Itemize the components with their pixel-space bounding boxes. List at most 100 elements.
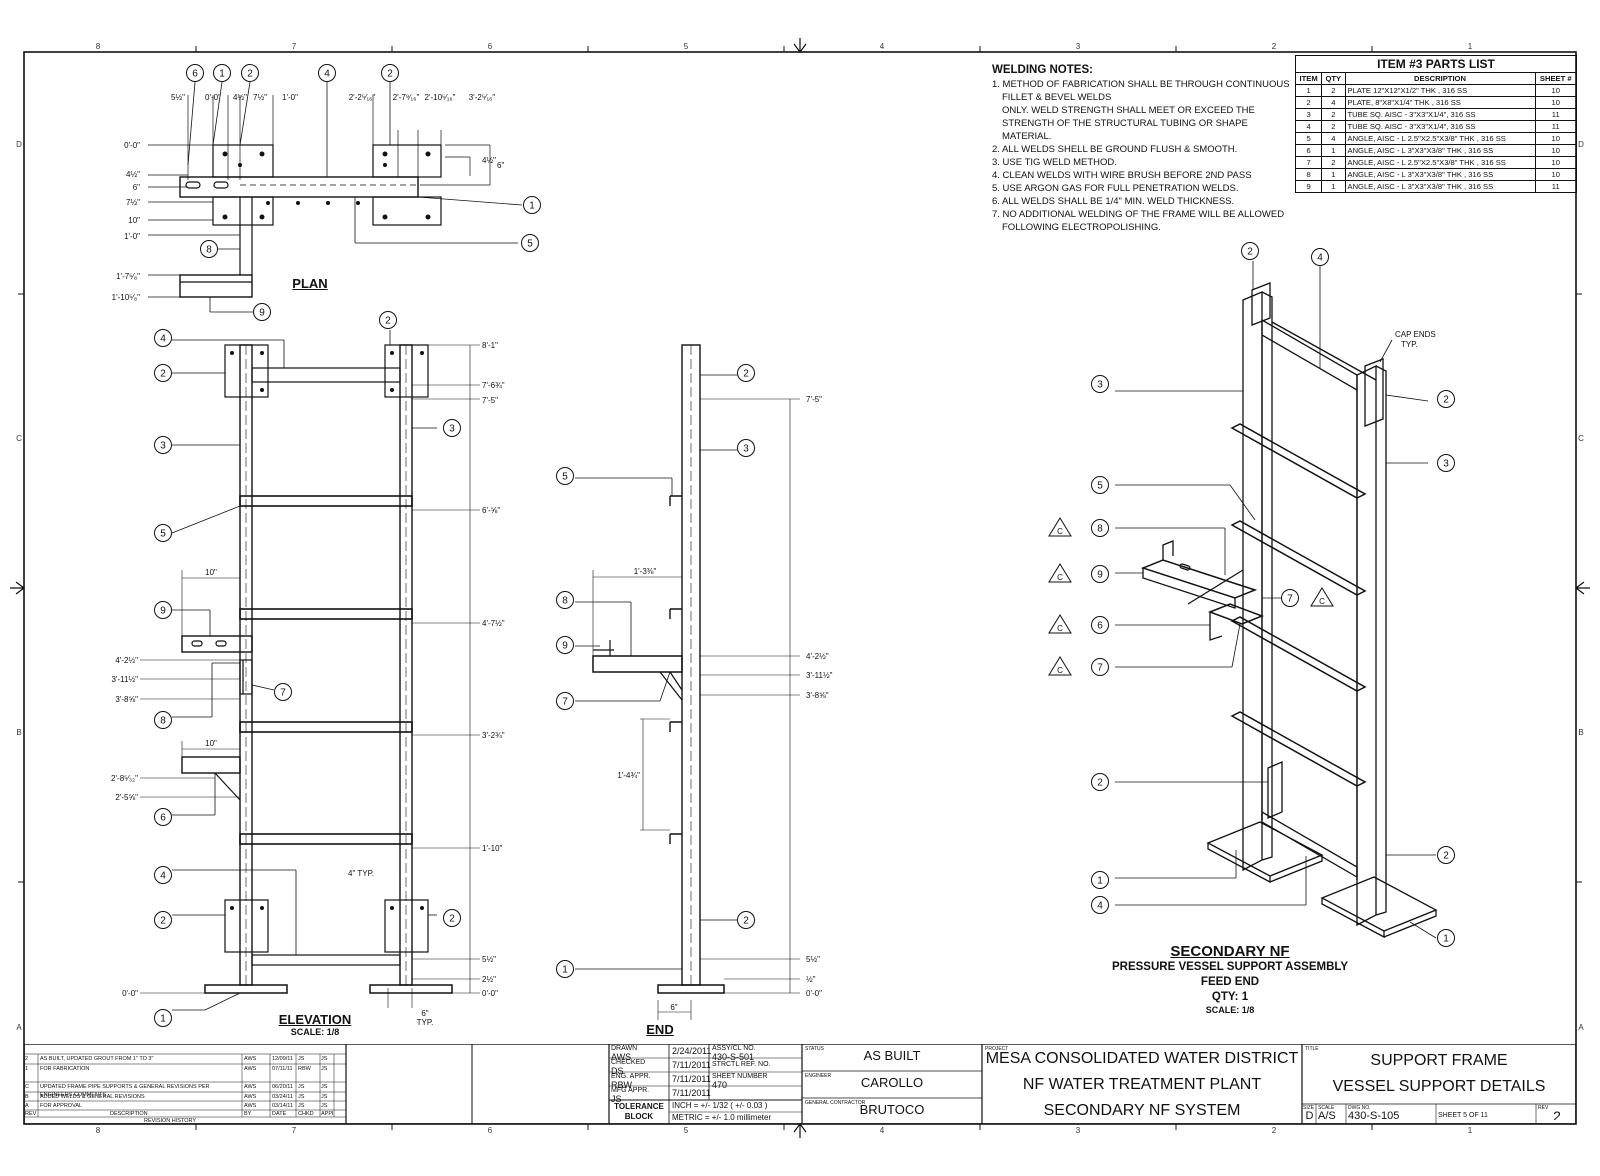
svg-text:2: 2 xyxy=(160,916,166,927)
plan-dim-top: 1'-0" xyxy=(282,93,298,102)
end-dim-right: 3'-11½" xyxy=(806,671,833,680)
parts-cell: 2 xyxy=(1321,120,1346,133)
parts-cell: ANGLE, AISC - L 3"X3"X3/8" THK , 316 SS xyxy=(1344,144,1536,157)
svg-text:C: C xyxy=(1057,666,1063,675)
parts-cell: 10 xyxy=(1534,96,1577,109)
item-balloon: 7 xyxy=(1091,658,1109,676)
elev-dim-left: 2'-5⅝" xyxy=(115,793,138,802)
item-balloon: 9 xyxy=(154,601,172,619)
status-label: STATUS xyxy=(805,1046,824,1052)
parts-cell: TUBE SQ. AISC - 3"X3"X1/4", 316 SS xyxy=(1344,120,1536,133)
welding-note: FILLET & BEVEL WELDS xyxy=(1002,92,1112,103)
svg-text:7: 7 xyxy=(1287,594,1293,605)
welding-note: STRENGTH OF THE STRUCTURAL TUBING OR SHA… xyxy=(1002,118,1248,142)
tol-label-1: TOLERANCE xyxy=(614,1102,664,1111)
svg-text:5: 5 xyxy=(527,239,533,250)
plan-dim-left: 4½" xyxy=(126,170,140,179)
plan-dim-left: 6" xyxy=(133,183,140,192)
svg-text:2: 2 xyxy=(1097,778,1103,789)
item-balloon: 7 xyxy=(1281,589,1299,607)
elev-dim-left: 0'-0" xyxy=(122,989,138,998)
item-balloon: 6 xyxy=(186,64,204,82)
parts-cell: 2 xyxy=(1294,96,1323,109)
parts-cell: 10 xyxy=(1534,168,1577,181)
iso-line2: FEED END xyxy=(1200,976,1260,988)
revision-header: BY xyxy=(244,1111,252,1117)
item-balloon: 4 xyxy=(1311,248,1329,266)
item-balloon: 6 xyxy=(1091,616,1109,634)
revision-cell: AWS xyxy=(244,1103,257,1109)
zone-col-top: 4 xyxy=(880,42,885,51)
svg-text:2: 2 xyxy=(160,369,166,380)
center-arrow-right xyxy=(1575,581,1590,595)
svg-text:C: C xyxy=(1319,597,1325,606)
zone-col-bottom: 4 xyxy=(880,1126,885,1135)
dwg-number: 430-S-105 xyxy=(1348,1110,1400,1121)
parts-cell: 3 xyxy=(1294,108,1323,121)
elev-dim-right: 4'-7½" xyxy=(482,619,505,628)
svg-text:5: 5 xyxy=(160,529,166,540)
parts-cell: PLATE, 8"X8"X1/4" THK , 316 SS xyxy=(1344,96,1536,109)
item-balloon: 2 xyxy=(737,911,755,929)
end-view xyxy=(575,344,800,1020)
welding-note: 4. CLEAN WELDS WITH WIRE BRUSH BEFORE 2N… xyxy=(992,170,1252,181)
svg-text:2: 2 xyxy=(385,316,391,327)
plan-view-label: PLAN xyxy=(292,276,328,291)
end-dim-bottom: 6" xyxy=(670,1003,677,1012)
parts-cell: PLATE 12"X12"X1/2" THK , 316 SS xyxy=(1344,84,1536,97)
svg-text:4: 4 xyxy=(160,334,166,345)
svg-text:3: 3 xyxy=(1097,380,1103,391)
item-balloon: 8 xyxy=(154,711,172,729)
item-balloon: 5 xyxy=(521,234,539,252)
zone-col-top: 5 xyxy=(684,42,689,51)
revision-header: CHKD xyxy=(298,1111,314,1117)
elev-dim-right: 1'-10" xyxy=(482,844,503,853)
zone-col-bottom: 8 xyxy=(96,1126,101,1135)
item-balloon: 1 xyxy=(1091,871,1109,889)
svg-text:2: 2 xyxy=(449,914,455,925)
elevation-view-label: ELEVATION xyxy=(278,1012,352,1027)
item-balloon: 4 xyxy=(154,329,172,347)
zone-row-right: A xyxy=(1578,1023,1584,1032)
item-balloon: 2 xyxy=(443,909,461,927)
iso-line1: PRESSURE VESSEL SUPPORT ASSEMBLY xyxy=(1111,961,1349,973)
item-balloon: 9 xyxy=(1091,565,1109,583)
revision-cell: 06/20/11 xyxy=(272,1084,294,1090)
item-balloon: 2 xyxy=(154,911,172,929)
end-dim-right: 4'-2½" xyxy=(806,652,829,661)
parts-header: ITEM xyxy=(1294,72,1323,85)
zone-row-right: C xyxy=(1578,434,1584,443)
item-balloon: 1 xyxy=(1437,929,1455,947)
end-dim-left: 1'-4¾" xyxy=(617,771,640,780)
iso-scale: SCALE: 1/8 xyxy=(1205,1005,1255,1015)
iso-line3: QTY: 1 xyxy=(1211,991,1249,1003)
svg-text:4: 4 xyxy=(1097,901,1103,912)
parts-cell: 1 xyxy=(1321,180,1346,193)
svg-text:6: 6 xyxy=(1097,621,1103,632)
item-balloon: 6 xyxy=(154,808,172,826)
iso-view-title: SECONDARY NF PRESSURE VESSEL SUPPORT ASS… xyxy=(1090,943,1370,1015)
welding-notes: WELDING NOTES: 1. METHOD OF FABRICATION … xyxy=(992,64,1292,234)
parts-cell: ANGLE, AISC - L 3"X3"X3/8" THK , 316 SS xyxy=(1344,180,1536,193)
svg-text:7: 7 xyxy=(280,688,286,699)
svg-text:C: C xyxy=(1057,573,1063,582)
drawn-by: AWS xyxy=(611,1052,632,1062)
project-label: PROJECT xyxy=(985,1046,1009,1052)
checked-label: CHECKED xyxy=(611,1059,646,1066)
rev-label: REV xyxy=(1538,1105,1549,1111)
parts-cell: 10 xyxy=(1534,156,1577,169)
svg-text:9: 9 xyxy=(562,641,568,652)
center-arrow-top xyxy=(793,38,807,53)
isometric-view xyxy=(1140,282,1438,939)
mfg-date: 7/11/2011 xyxy=(672,1088,711,1098)
welding-note: ONLY. WELD STRENGTH SHALL MEET OR EXCEED… xyxy=(1002,105,1255,116)
item-balloon: 3 xyxy=(443,419,461,437)
revision-cell: JS xyxy=(321,1084,328,1090)
revision-cell: FOR FABRICATION xyxy=(40,1066,90,1072)
